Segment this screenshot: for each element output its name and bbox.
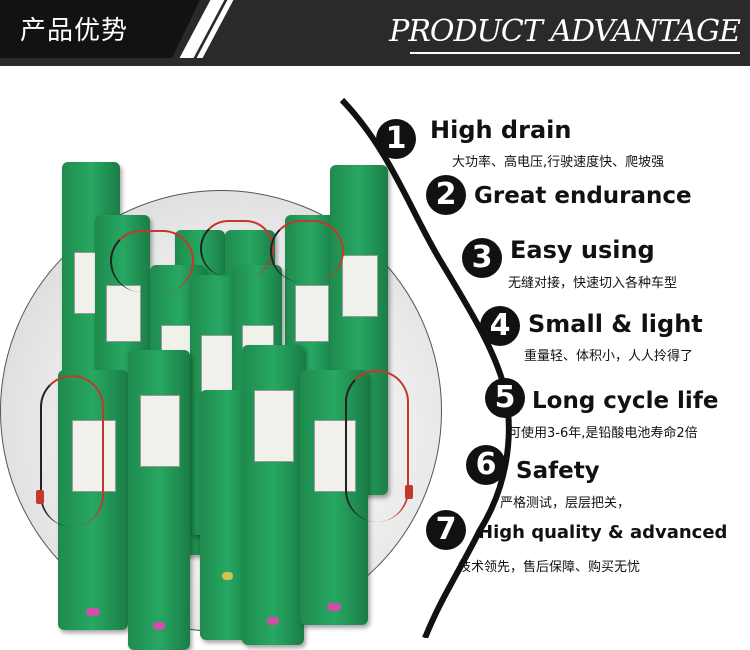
battery-pack [242,345,304,645]
feature-number-badge: 7 [426,510,466,550]
feature-number-badge: 5 [485,378,525,418]
battery-wire [345,370,409,522]
battery-wire [200,220,274,277]
feature-subtitle: 无缝对接，快速切入各种车型 [508,276,678,291]
battery-pack [128,350,190,650]
feature-number-badge: 2 [426,175,466,215]
feature-title: High quality & advanced [478,522,728,543]
battery-wire [40,375,104,527]
feature-subtitle: 严格测试，层层把关， [500,496,631,511]
feature-title: High drain [430,116,572,144]
feature-number-badge: 6 [466,445,506,485]
feature-title: Great endurance [474,183,692,209]
header-underline [410,52,740,54]
feature-title: Long cycle life [532,388,719,414]
feature-title: Small & light [528,310,703,338]
battery-wire [110,230,194,292]
battery-connector [36,490,44,504]
feature-subtitle: 大功率、高电压,行驶速度快、爬坡强 [452,155,665,170]
header-bar: 产品优势 PRODUCT ADVANTAGE [0,0,750,66]
feature-subtitle: 重量轻、体积小，人人拎得了 [524,349,694,364]
battery-product-photo [0,90,470,650]
feature-subtitle: 技术领先，售后保障、购买无忧 [458,560,641,575]
battery-connector [405,485,413,499]
feature-number-badge: 3 [462,238,502,278]
feature-subtitle: 可使用3-6年,是铅酸电池寿命2倍 [508,426,698,441]
feature-number-badge: 4 [480,306,520,346]
feature-number-badge: 1 [376,119,416,159]
header-title-cn: 产品优势 [20,16,129,46]
header-left-block [0,0,200,58]
feature-title: Safety [516,458,600,484]
battery-wire [270,220,344,282]
feature-title: Easy using [510,236,655,264]
header-title-en: PRODUCT ADVANTAGE [389,14,741,49]
